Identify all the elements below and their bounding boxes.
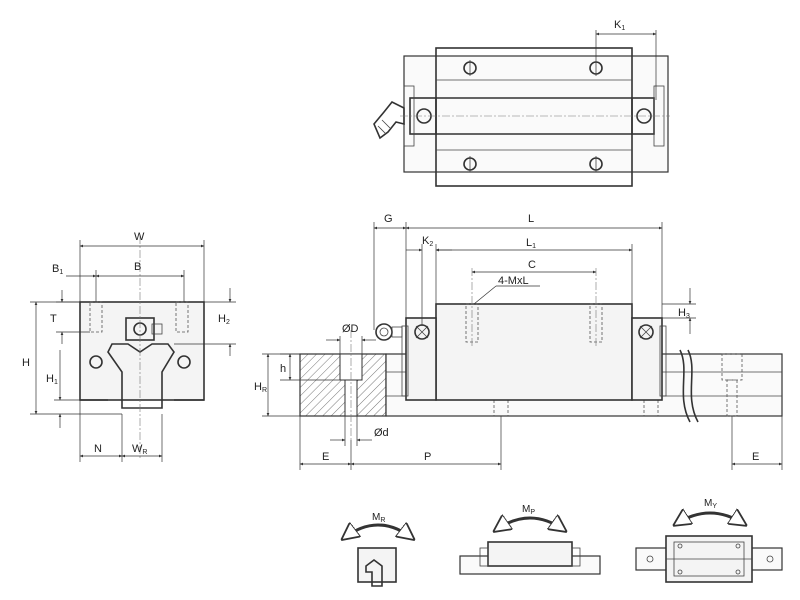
label-K2: K2 [422,235,433,248]
top-view: K1 [373,19,670,187]
label-WR: WR [132,443,147,456]
label-H2: H2 [218,313,230,326]
label-H3: H3 [678,307,690,320]
label-C: C [528,259,536,271]
grease-nipple-icon [373,100,405,140]
label-H1: H1 [46,373,58,386]
moment-MY-icon: MY [635,498,783,583]
top-view-rail-outline [403,55,669,173]
label-MP: MP [522,504,535,516]
label-G: G [384,213,393,225]
label-T: T [50,313,57,325]
end-view-rail [107,343,175,409]
label-B: B [134,261,141,273]
label-K1: K1 [614,19,625,32]
label-L: L [528,213,534,225]
label-MxL: 4-MxL [498,275,529,287]
label-H: H [22,357,30,369]
label-HR: HR [254,381,267,394]
end-view: W B B1 T H2 H H1 N WR [22,231,236,462]
side-view: G L K2 L1 C 4-MxL H3 ØD [254,213,783,470]
label-h: h [280,363,286,375]
label-MY: MY [704,498,717,510]
label-P: P [424,451,431,463]
label-B1: B1 [52,263,63,276]
moment-MR-icon: MR [344,512,412,587]
moment-MP-icon: MP [459,504,601,575]
label-E-left: E [322,451,329,463]
label-OD: ØD [342,323,359,335]
label-E-right: E [752,451,759,463]
label-MR: MR [372,512,385,524]
label-W: W [134,231,145,243]
label-Od: Ød [374,427,389,439]
label-L1: L1 [526,237,536,250]
side-view-block [435,303,633,401]
label-N: N [94,443,102,455]
